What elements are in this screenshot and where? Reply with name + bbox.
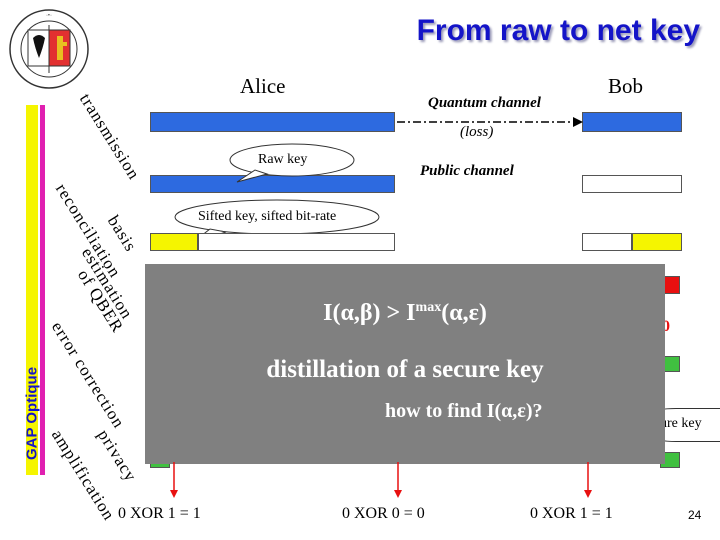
- alice-label: Alice: [240, 74, 286, 98]
- alice-transmission-bar: [150, 112, 395, 132]
- quantum-channel-label: Quantum channel: [428, 95, 541, 111]
- bob-sifted-key-yellow: [632, 233, 682, 251]
- decorative-stripe-pink: [40, 105, 45, 475]
- slide-title: From raw to net key: [416, 14, 700, 47]
- raw-key-label: Raw key: [258, 152, 308, 167]
- xor-arrows: [170, 462, 592, 498]
- right-zero-label: 0: [662, 318, 670, 335]
- xor-left: 0 XOR 1 = 1: [118, 505, 201, 522]
- decorative-stripe-yellow: [26, 105, 38, 475]
- svg-text:·•·: ·•·: [46, 13, 52, 19]
- distillation-text: distillation of a secure key: [266, 356, 544, 383]
- public-channel-label: Public channel: [420, 163, 514, 179]
- step-transmission: transmission: [75, 90, 144, 184]
- alice-sifted-key-yellow: [150, 233, 198, 251]
- xor-right: 0 XOR 1 = 1: [530, 505, 613, 522]
- xor-middle: 0 XOR 0 = 0: [342, 505, 425, 522]
- overlay-panel: [145, 264, 665, 464]
- secure-key-label: ure key: [660, 416, 702, 431]
- step-error-correction: error correction: [47, 318, 129, 432]
- question-text: how to find I(α,ε)?: [385, 400, 543, 422]
- loss-label: (loss): [460, 124, 494, 140]
- sifted-key-label: Sifted key, sifted bit-rate: [198, 209, 337, 224]
- raw-key-callout: [229, 143, 355, 183]
- quantum-channel-arrow: [397, 117, 583, 127]
- page-number: 24: [688, 508, 702, 522]
- university-seal-logo: ·•·: [9, 9, 89, 89]
- bob-label: Bob: [608, 74, 644, 98]
- bob-raw-key-bar: [582, 175, 682, 193]
- bob-sifted-key-white: [582, 233, 632, 251]
- bob-transmission-bar: [582, 112, 682, 132]
- side-label: GAP Optique: [23, 366, 41, 461]
- alice-sifted-key-white: [198, 233, 395, 251]
- condition-formula: I(α,β) > Imax(α,ε): [323, 300, 487, 326]
- step-privacy: privacy: [93, 426, 141, 486]
